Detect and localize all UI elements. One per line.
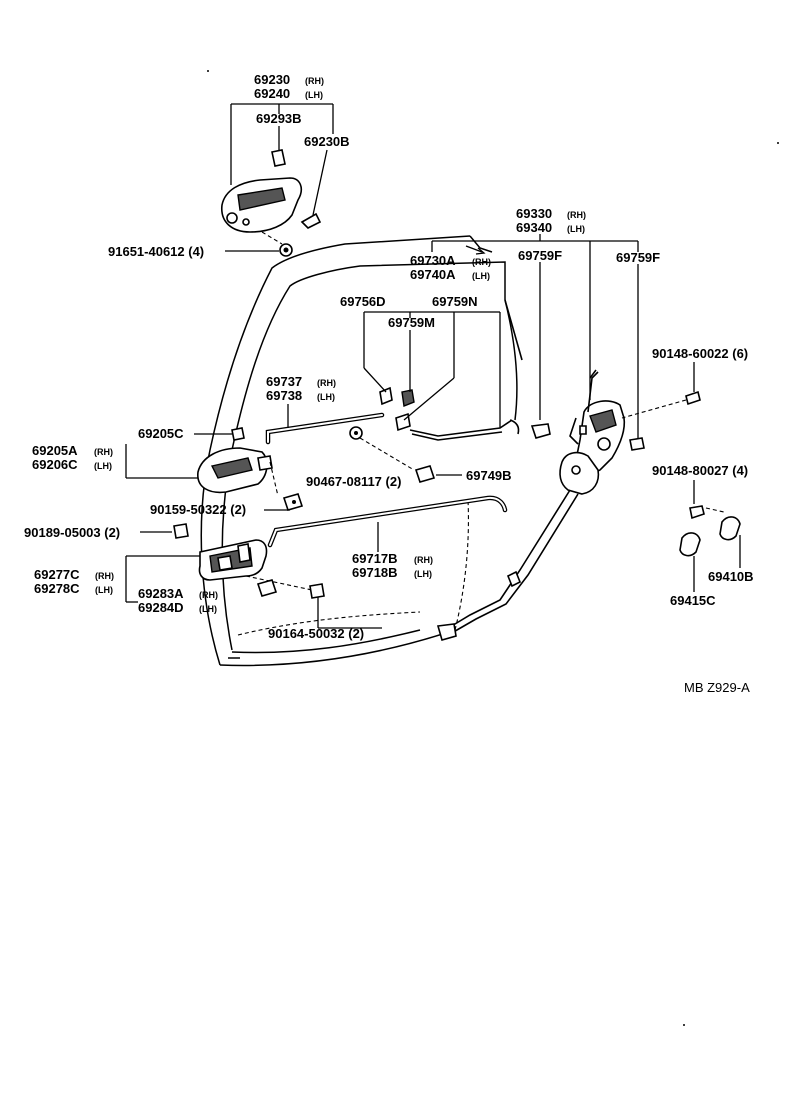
- inside-handle: [173, 447, 304, 539]
- label-69240: 69240: [254, 86, 290, 101]
- label-69284D: 69284D: [138, 600, 184, 615]
- label-69738-lh: (LH): [317, 392, 335, 402]
- label-69749B: 69749B: [466, 468, 512, 483]
- label-69278C-lh: (LH): [95, 585, 113, 595]
- label-69730A-rh: (RH): [472, 257, 491, 267]
- lock-leaders: [431, 234, 639, 438]
- label-69206C-lh: (LH): [94, 461, 112, 471]
- label-69277C: 69277C: [34, 567, 80, 582]
- label-90159: 90159-50322 (2): [150, 502, 246, 517]
- label-69730A: 69730A: [410, 253, 456, 268]
- diagram-reference-code: MB Z929-A: [684, 680, 750, 695]
- label-69759M: 69759M: [388, 315, 435, 330]
- label-69738: 69738: [266, 388, 302, 403]
- outside-handle-leaders: [225, 103, 334, 252]
- label-69410B: 69410B: [708, 569, 754, 584]
- part-number-labels: 69230 (RH) 69240 (LH) 69293B 69230B 9165…: [24, 72, 754, 695]
- label-69717B: 69717B: [352, 551, 398, 566]
- outside-handle-assembly: [221, 149, 322, 257]
- label-69205A-rh: (RH): [94, 447, 113, 457]
- clips-and-fasteners: [231, 386, 741, 557]
- label-91651: 91651-40612 (4): [108, 244, 204, 259]
- label-69415C: 69415C: [670, 593, 716, 608]
- control-rods: [265, 299, 597, 641]
- label-69283A-rh: (RH): [199, 590, 218, 600]
- door-lock-assembly: [559, 371, 626, 495]
- label-69718B: 69718B: [352, 565, 398, 580]
- label-90164: 90164-50032 (2): [268, 626, 364, 641]
- label-69330-rh: (RH): [567, 210, 586, 220]
- label-69240-lh: (LH): [305, 90, 323, 100]
- label-69737: 69737: [266, 374, 302, 389]
- label-69283A: 69283A: [138, 586, 184, 601]
- label-69330: 69330: [516, 206, 552, 221]
- label-69230B: 69230B: [304, 134, 350, 149]
- label-69230-rh: (RH): [305, 76, 324, 86]
- label-90189: 90189-05003 (2): [24, 525, 120, 540]
- label-69293B: 69293B: [256, 111, 302, 126]
- middle-leaders: [125, 311, 741, 629]
- label-69740A: 69740A: [410, 267, 456, 282]
- label-90148-60022: 90148-60022 (6): [652, 346, 748, 361]
- label-69759F-a: 69759F: [518, 248, 562, 263]
- label-69206C: 69206C: [32, 457, 78, 472]
- label-69717B-rh: (RH): [414, 555, 433, 565]
- label-90467: 90467-08117 (2): [306, 474, 401, 489]
- label-69205A: 69205A: [32, 443, 78, 458]
- label-69284D-lh: (LH): [199, 604, 217, 614]
- label-69340: 69340: [516, 220, 552, 235]
- bolt-90148-60022: [621, 362, 701, 419]
- clip-69759F: [530, 423, 645, 451]
- label-69740A-lh: (LH): [472, 271, 490, 281]
- label-69277C-rh: (RH): [95, 571, 114, 581]
- label-90148-80027: 90148-80027 (4): [652, 463, 748, 478]
- inside-handle-bezel: [125, 539, 325, 603]
- label-69759F-b: 69759F: [616, 250, 660, 265]
- label-69737-rh: (RH): [317, 378, 336, 388]
- label-69205C: 69205C: [138, 426, 184, 441]
- label-69340-lh: (LH): [567, 224, 585, 234]
- label-69278C: 69278C: [34, 581, 80, 596]
- label-69759N: 69759N: [432, 294, 478, 309]
- label-69756D: 69756D: [340, 294, 386, 309]
- label-69230: 69230: [254, 72, 290, 87]
- label-69718B-lh: (LH): [414, 569, 432, 579]
